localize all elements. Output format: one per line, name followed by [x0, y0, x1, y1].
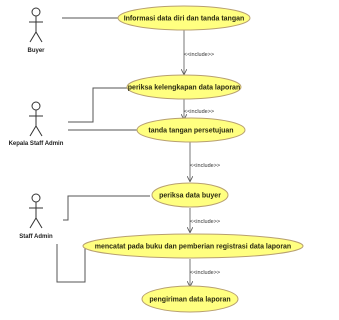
use-case-label: periksa data buyer	[159, 193, 221, 200]
use-case-label: Informasi data diri dan tanda tangan	[124, 16, 245, 23]
include-label: <<include>>	[190, 219, 220, 225]
actor-label: Kepala Staff Admin	[9, 141, 64, 147]
use-case-pengiriman-data-laporan: pengiriman data laporan	[141, 285, 239, 313]
include-label: <<include>>	[190, 270, 220, 276]
actor-kepala-staff-admin: Kepala Staff Admin	[9, 101, 64, 147]
include-label: <<include>>	[190, 163, 220, 169]
associations	[56, 17, 150, 283]
use-case-periksa-kelengkapan: periksa kelengkapan data laporan	[126, 74, 242, 100]
include-label: <<include>>	[184, 109, 214, 115]
actor-buyer: Buyer	[27, 7, 45, 54]
use-case-label: tanda tangan persetujuan	[148, 128, 233, 135]
actor-figure-icon	[29, 193, 43, 229]
use-case-label: mencatat pada buku dan pemberian registr…	[95, 244, 291, 251]
use-case-label: pengiriman data laporan	[149, 297, 230, 304]
association-line	[68, 87, 127, 123]
actor-figure-icon	[29, 7, 43, 43]
actor-staff-admin: Staff Admin	[19, 193, 53, 240]
use-case-mencatat-pada-buku: mencatat pada buku dan pemberian registr…	[82, 233, 304, 259]
use-case-periksa-data-buyer: periksa data buyer	[151, 182, 229, 208]
actor-label: Staff Admin	[19, 234, 53, 240]
actor-label: Buyer	[27, 48, 45, 54]
stereotype-labels: <<include>> <<include>> <<include>> <<in…	[184, 52, 220, 276]
include-label: <<include>>	[184, 52, 214, 58]
actor-figure-icon	[29, 101, 43, 137]
use-case-informasi-data-diri: Informasi data diri dan tanda tangan	[117, 5, 251, 31]
use-case-tanda-tangan-persetujuan: tanda tangan persetujuan	[136, 117, 246, 143]
include-relations	[184, 30, 190, 286]
association-line	[56, 244, 86, 283]
use-case-label: periksa kelengkapan data laporan	[128, 85, 240, 92]
association-line	[63, 195, 150, 221]
